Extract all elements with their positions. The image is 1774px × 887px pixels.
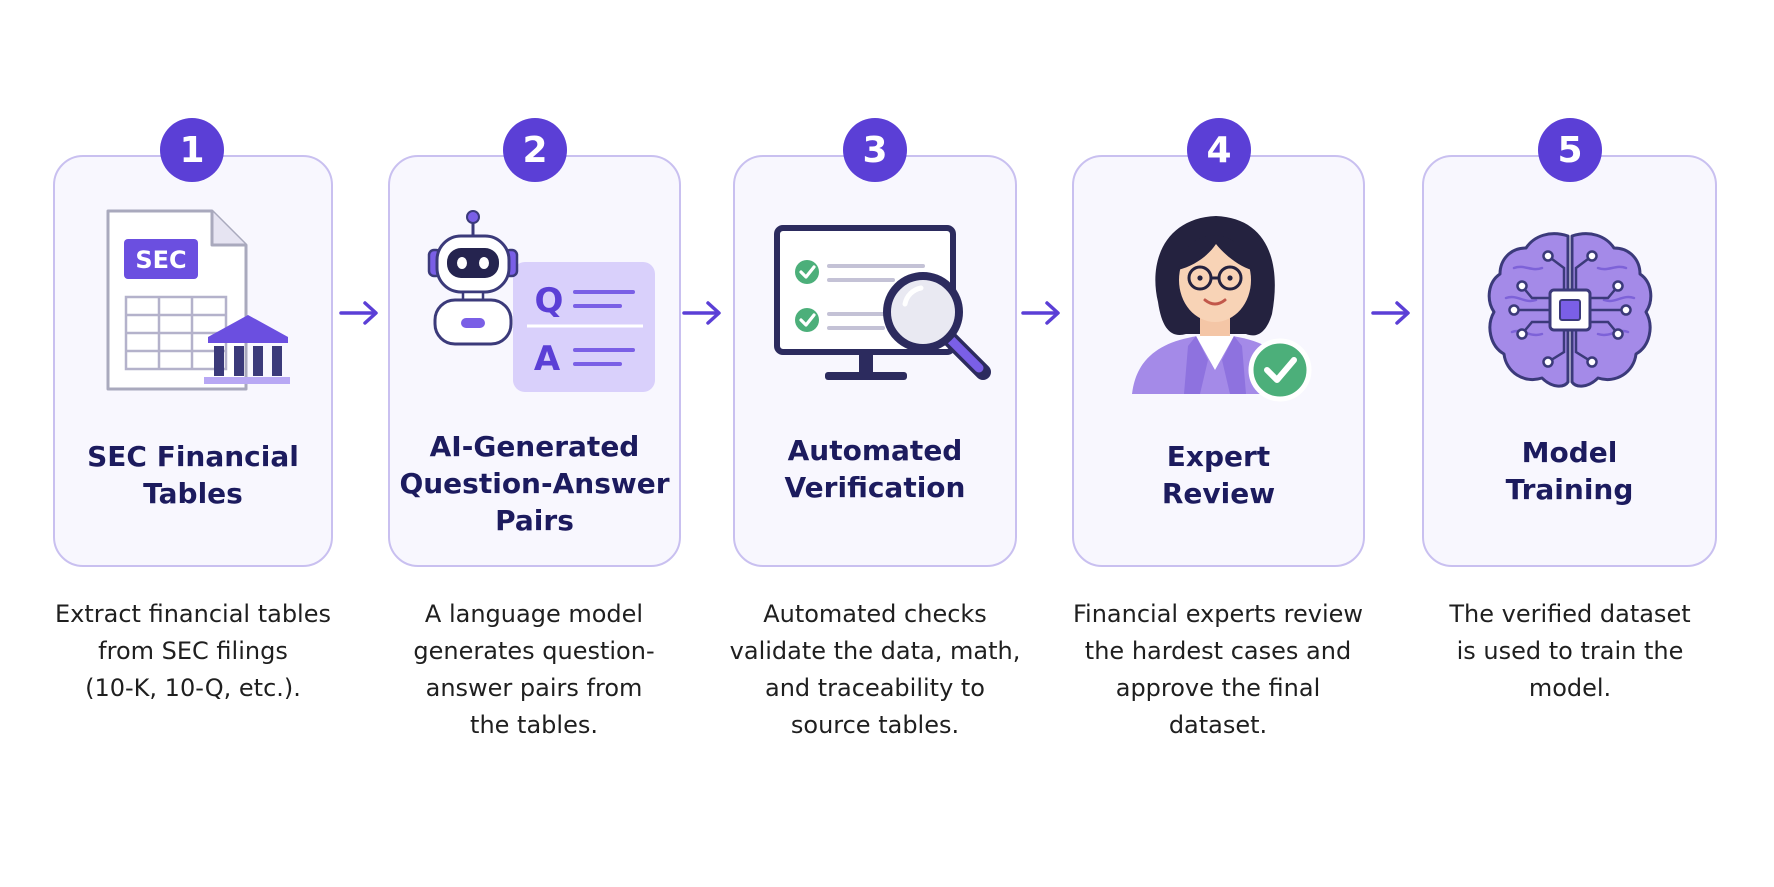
robot-icon (427, 210, 519, 346)
monitor-checklist-magnifier-icon (774, 225, 991, 380)
brain-chip-icon (1487, 232, 1653, 388)
sec-label: SEC (135, 246, 186, 274)
arrow-icon-1-to-2 (339, 301, 378, 325)
step-description-4: Financial experts review the hardest cas… (1072, 600, 1364, 739)
step-description-3: Automated checks validate the data, math… (729, 600, 1021, 739)
step-title-4: Expert Review (1161, 440, 1276, 510)
bank-icon (204, 315, 290, 384)
a-label: A (534, 339, 561, 379)
step-title-2: AI-Generated Question-Answer Pairs (399, 430, 670, 537)
q-label: Q (535, 281, 564, 321)
step-number-badge-1: 1 (160, 118, 224, 182)
magnifier-icon (883, 272, 991, 380)
step-number-badge-5: 5 (1538, 118, 1602, 182)
step-description-2: A language model generates question- ans… (413, 600, 655, 739)
step-title-3: Automated Verification (784, 434, 966, 504)
robot-qa-icon: Q A (427, 210, 655, 392)
arrow-icon-4-to-5 (1371, 301, 1410, 325)
step-title-5: Model Training (1505, 436, 1634, 506)
arrow-icon-2-to-3 (682, 301, 721, 325)
check-badge-icon (1248, 338, 1312, 402)
step-number-badge-3: 3 (843, 118, 907, 182)
expert-person-check-icon (1132, 216, 1312, 402)
step-description-5: The verified dataset is used to train th… (1449, 600, 1691, 702)
sec-document-bank-icon: SEC (106, 209, 290, 391)
arrow-icon-3-to-4 (1021, 301, 1060, 325)
step-description-1: Extract financial tables from SEC filing… (55, 600, 331, 702)
step-number-badge-2: 2 (503, 118, 567, 182)
step-title-1: SEC Financial Tables (87, 440, 299, 510)
step-number-badge-4: 4 (1187, 118, 1251, 182)
